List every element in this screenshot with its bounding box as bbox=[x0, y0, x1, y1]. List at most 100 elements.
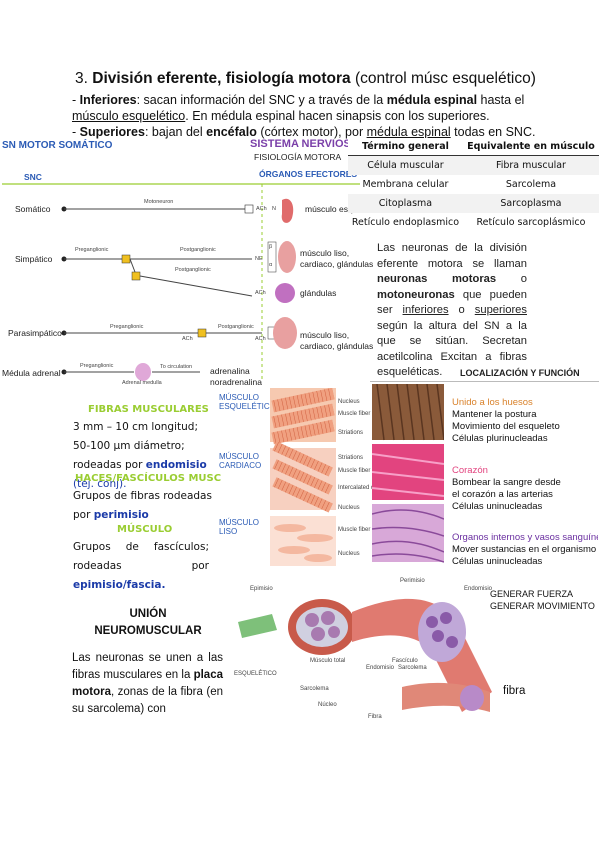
lbl-nucleus-3: Nucleus bbox=[338, 551, 360, 557]
list-item: Movimiento del esqueleto bbox=[452, 421, 560, 432]
table-cell: Sarcoplasma bbox=[462, 194, 599, 213]
table-header-row: Término general Equivalente en músculo bbox=[348, 138, 599, 156]
union-title-line-2: NEUROMUSCULAR bbox=[94, 625, 202, 637]
row-somatico: Somático bbox=[15, 204, 51, 214]
ach-label-3: ACh bbox=[182, 336, 193, 342]
lbl-muscle-fiber-cell: Muscle fiber (cell) bbox=[338, 411, 386, 417]
adrenal-medulla-label: Adrenal medulla bbox=[122, 380, 162, 386]
postganglionic-2: Postganglionic bbox=[175, 267, 211, 273]
row-parasimpatico: Parasimpático bbox=[8, 328, 62, 338]
lbl-nucleus-1: Nucleus bbox=[338, 399, 360, 405]
list-item: Células uninucleadas bbox=[452, 501, 543, 512]
loc-b-title: Corazón bbox=[452, 465, 488, 476]
row-medula-adrenal: Médula adrenal bbox=[2, 368, 61, 378]
table-cell: Retículo sarcoplásmico bbox=[476, 217, 586, 228]
generar-movimiento: GENERAR MOVIMIENTO bbox=[490, 601, 595, 611]
list-item: Células plurinucleadas bbox=[452, 433, 548, 444]
list-item: Mantener la postura bbox=[452, 409, 537, 420]
table-cell: Citoplasma bbox=[348, 194, 463, 213]
nervous-system-diagram bbox=[2, 183, 360, 381]
motoneuron-paragraph: Las neuronas de la división eferente mot… bbox=[377, 242, 527, 378]
lbl-striations-1: Striations bbox=[338, 430, 364, 436]
row-simpatico: Simpático bbox=[15, 254, 53, 264]
lbl-esqueletico: ESQUELÉTICO bbox=[234, 671, 277, 677]
fisiologia-motora-subtitle: FISIOLOGÍA MOTORA bbox=[254, 152, 342, 162]
preganglionic-2: Preganglionic bbox=[110, 324, 144, 330]
effector-liso-2: músculo liso, bbox=[300, 330, 350, 340]
list-item: Bombear la sangre desde bbox=[452, 477, 561, 488]
tissue-drawings bbox=[270, 388, 336, 566]
label-musculo-liso: MÚSCULO LISO bbox=[219, 518, 260, 536]
effector-noradrenalina: noradrenalina bbox=[210, 377, 262, 387]
lbl-fibra-small: Fibra bbox=[368, 714, 382, 720]
list-item: Células uninucleadas bbox=[452, 556, 543, 567]
page-title: 3. División eferente, fisiología motora … bbox=[75, 70, 536, 87]
preganglionic-3: Preganglionic bbox=[80, 363, 114, 369]
beta-receptor: β bbox=[269, 244, 273, 250]
list-item: Mover sustancias en el organismo bbox=[452, 544, 597, 555]
lbl-nucleus-2: Nucleus bbox=[338, 505, 360, 511]
ne-label: NE bbox=[255, 256, 263, 262]
ach-label-4: ACh bbox=[255, 336, 266, 342]
localizacion-divider bbox=[370, 381, 599, 382]
lbl-epimisio: Epimisio bbox=[250, 586, 273, 592]
to-circulation-label: To circulation bbox=[160, 364, 193, 370]
organos-efectores-label: ÓRGANOS EFECTORES bbox=[259, 169, 358, 179]
lbl-sarcolema-1: Sarcolema bbox=[398, 665, 427, 671]
union-title-line-1: UNIÓN bbox=[129, 608, 167, 620]
sistema-nervioso-title: SISTEMA NERVIOSO bbox=[250, 138, 360, 150]
label-musculo-cardiaco: MÚSCULO CARDIACO bbox=[219, 452, 262, 470]
generar-fuerza: GENERAR FUERZA bbox=[490, 589, 574, 599]
label-musculo-esqueletico: MÚSCULO ESQUELÉTICO bbox=[219, 393, 276, 411]
text-line-3: - Superiores: bajan del encéfalo (córtex… bbox=[72, 125, 536, 139]
n-receptor: N bbox=[272, 206, 276, 212]
lbl-sarcolema-2: Sarcolema bbox=[300, 686, 329, 692]
list-item: el corazón a las arterias bbox=[452, 489, 553, 500]
lbl-endomisio-1: Endomisio bbox=[464, 586, 493, 592]
lbl-endomisio-2: Endomisio bbox=[366, 665, 395, 671]
fibras-text: 3 mm – 10 cm longitud; 50-100 µm diámetr… bbox=[73, 421, 207, 490]
equivalence-table: Término general Equivalente en músculo C… bbox=[348, 138, 599, 232]
effector-liso-1b: cardiaco, glándulas bbox=[300, 259, 374, 269]
effector-adrenalina: adrenalina bbox=[210, 366, 250, 376]
lbl-musculo-total: Músculo total bbox=[310, 658, 346, 664]
table-cell: Sarcolema bbox=[505, 179, 557, 190]
lbl-perimisio: Perimisio bbox=[400, 578, 425, 584]
table-cell: Célula muscular bbox=[348, 155, 463, 175]
lbl-muscle-fiber-1: Muscle fiber bbox=[338, 468, 371, 474]
lbl-fasciculo: Fascículo bbox=[392, 658, 418, 664]
union-paragraph: Las neuronas se unen a las fibras muscul… bbox=[72, 652, 223, 715]
diagram-heading: SN MOTOR SOMÁTICO bbox=[2, 140, 113, 151]
table-header: Equivalente en músculo bbox=[462, 138, 599, 156]
localizacion-heading: LOCALIZACIÓN Y FUNCIÓN bbox=[460, 368, 580, 378]
ach-label-2: ACh bbox=[255, 290, 266, 296]
table-row: Membrana celular Sarcolema bbox=[348, 175, 599, 194]
loc-b-text: Bombear la sangre desde el corazón a las… bbox=[452, 477, 561, 513]
effector-liso-2b: cardiaco, glándulas bbox=[300, 341, 374, 351]
haces-title: HACES/FASCÍCULOS MUSC bbox=[75, 473, 222, 484]
table-cell: Membrana celular bbox=[362, 179, 449, 190]
effector-glandulas: glándulas bbox=[300, 288, 337, 298]
union-title: UNIÓN NEUROMUSCULAR bbox=[73, 606, 223, 640]
musculo-text: Grupos de fascículos; rodeadas por epimi… bbox=[73, 541, 209, 591]
loc-a-title: Unido a los huesos bbox=[452, 397, 533, 408]
table-row: Retículo endoplasmico Retículo sarcoplás… bbox=[348, 213, 599, 232]
lbl-muscle-fiber-2: Muscle fiber bbox=[338, 527, 371, 533]
table-cell: Retículo endoplasmico bbox=[351, 217, 460, 228]
motoneuron-label: Motoneuron bbox=[144, 199, 174, 205]
text-line-1: - Inferiores: sacan información del SNC … bbox=[72, 93, 525, 107]
text-line-2: músculo esquelético. En médula espinal h… bbox=[72, 109, 490, 123]
effector-musculo-esq: músculo esquelético bbox=[305, 204, 383, 214]
lbl-nucleo: Núcleo bbox=[318, 702, 337, 708]
ach-label: ACh bbox=[256, 206, 267, 212]
fibras-title: FIBRAS MUSCULARES bbox=[88, 404, 209, 415]
loc-c-text: Mover sustancias en el organismo Células… bbox=[452, 544, 596, 568]
alpha-receptor: α bbox=[269, 262, 273, 268]
musculo-title: MÚSCULO bbox=[117, 524, 173, 535]
table-header: Término general bbox=[348, 138, 463, 156]
loc-a-text: Mantener la postura Movimiento del esque… bbox=[452, 409, 560, 445]
haces-text: Grupos de fibras rodeadas por perimisio bbox=[73, 490, 212, 521]
lbl-intercalated-disk: Intercalated disk bbox=[338, 485, 382, 491]
lbl-striations-2: Striations bbox=[338, 455, 364, 461]
table-row: Citoplasma Sarcoplasma bbox=[348, 194, 599, 213]
